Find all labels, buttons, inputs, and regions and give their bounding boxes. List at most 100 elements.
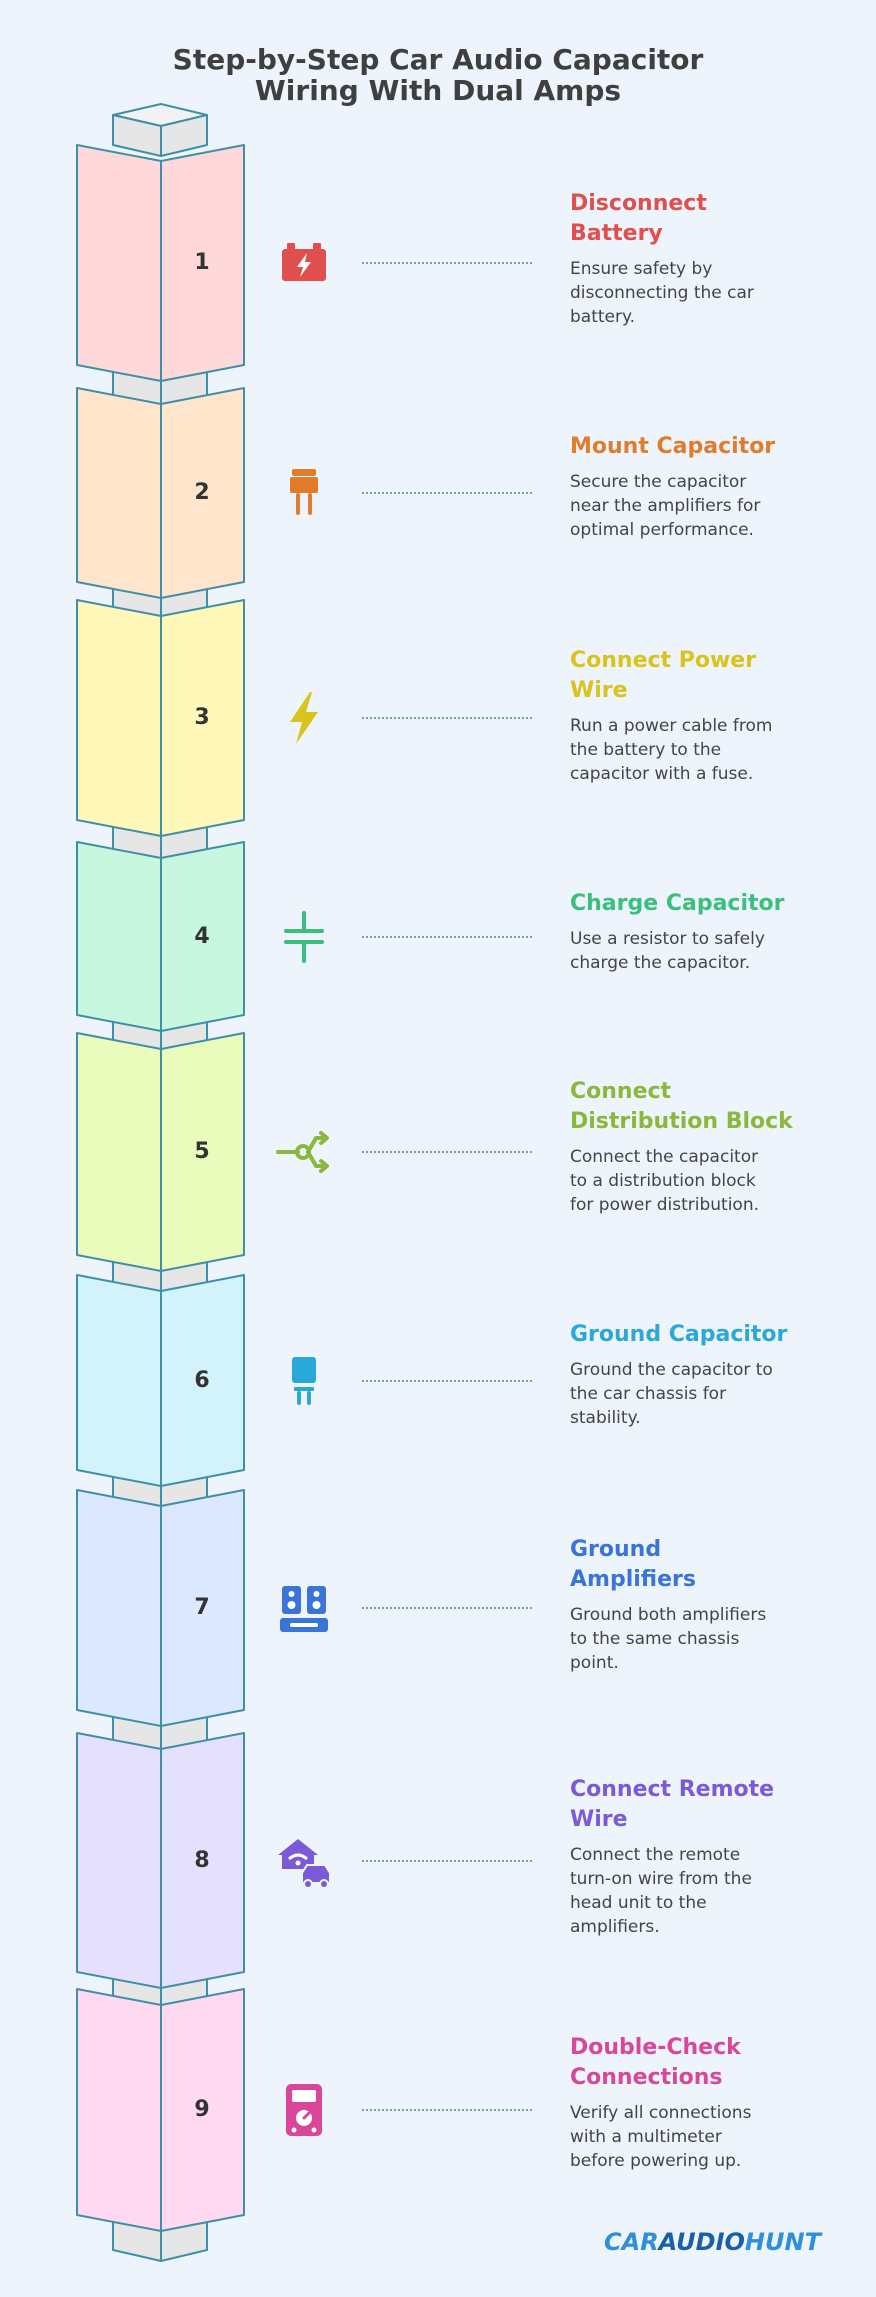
step-block-5: [76, 1032, 245, 1272]
leader-line-9: [362, 2109, 532, 2111]
step-description: Connect the remote turn-on wire from the h…: [570, 1843, 830, 1939]
step-description-line: turn-on wire from the: [570, 1869, 752, 1889]
step-title-line: Mount Capacitor: [570, 434, 776, 459]
step-description-line: battery.: [570, 307, 636, 327]
step-description-line: amplifiers.: [570, 1917, 660, 1937]
step-title-line: Wire: [570, 1807, 628, 1832]
car-battery-icon: [272, 231, 336, 295]
step-block-9: [76, 1988, 245, 2232]
step-description-line: Ground both amplifiers: [570, 1605, 767, 1625]
step-description-line: to a distribution block: [570, 1171, 756, 1191]
step-title-line: Ground Capacitor: [570, 1322, 788, 1347]
leader-line-5: [362, 1151, 532, 1153]
capacitor-component-icon: [272, 461, 336, 525]
step-description-line: Ground the capacitor to: [570, 1360, 773, 1380]
remote-car-icon: [272, 1829, 336, 1893]
leader-line-4: [362, 935, 532, 938]
brand-logo-part-3: HUNT: [744, 2228, 821, 2256]
step-description-line: near the amplifiers for: [570, 496, 761, 516]
step-description-line: Secure the capacitor: [570, 472, 747, 492]
step-title-line: Charge Capacitor: [570, 891, 785, 916]
top-post-cap: [112, 103, 208, 157]
step-number-2: 2: [194, 480, 210, 505]
step-title: Ground Capacitor: [570, 1320, 830, 1350]
step-title: Charge Capacitor: [570, 889, 830, 919]
step-description-line: for power distribution.: [570, 1195, 760, 1215]
step-title-line: Distribution Block: [570, 1109, 793, 1134]
step-block-4: [76, 841, 245, 1032]
lightning-bolt-icon: [272, 686, 336, 750]
step-description-line: Verify all connections: [570, 2103, 752, 2123]
step-number-8: 8: [194, 1847, 210, 1873]
step-number-9: 9: [194, 2097, 210, 2122]
step-description-line: the battery to the: [570, 740, 722, 760]
step-description: Ground the capacitor to the car chassis f…: [570, 1358, 830, 1430]
step-block-8: [76, 1732, 245, 1989]
step-description-line: Connect the remote: [570, 1845, 741, 1865]
split-arrows-icon: [272, 1120, 336, 1184]
step-title-line: Connect Power: [570, 648, 757, 673]
step-description-line: to the same chassis: [570, 1629, 740, 1649]
leader-line-1: [362, 262, 532, 264]
step-description-line: stability.: [570, 1408, 641, 1428]
step-title-line: Connect Remote: [570, 1777, 775, 1802]
step-number-6: 6: [194, 1367, 210, 1393]
step-title: Mount Capacitor: [570, 432, 830, 462]
page-title-line-2: Wiring With Dual Amps: [254, 74, 622, 107]
step-number-5: 5: [194, 1139, 210, 1164]
step-description-line: with a multimeter: [570, 2127, 722, 2147]
leader-line-2: [362, 492, 532, 494]
step-description-line: Use a resistor to safely: [570, 929, 765, 949]
step-description: Connect the capacitor to a distribution b…: [570, 1145, 830, 1217]
step-description: Secure the capacitor near the amplifiers …: [570, 470, 830, 542]
step-block-7: [76, 1489, 245, 1727]
step-description-line: Connect the capacitor: [570, 1147, 759, 1167]
step-number-1: 1: [194, 250, 210, 275]
step-description: Ensure safety by disconnecting the car bat…: [570, 257, 830, 329]
step-description-line: charge the capacitor.: [570, 953, 751, 973]
page-title: Step-by-Step Car Audio Capacitor Wiring …: [0, 44, 876, 106]
step-number-3: 3: [194, 705, 210, 730]
step-block-1: [76, 144, 245, 382]
multimeter-icon: [272, 2078, 336, 2142]
step-description-line: optimal performance.: [570, 520, 754, 540]
step-title-line: Ground: [570, 1537, 662, 1562]
step-description-line: the car chassis for: [570, 1384, 727, 1404]
step-description-line: head unit to the: [570, 1893, 707, 1913]
step-description-line: disconnecting the car: [570, 283, 754, 303]
brand-logo-part-2: AUDIO: [658, 2228, 745, 2256]
leader-line-6: [362, 1379, 532, 1382]
leader-line-7: [362, 1607, 532, 1609]
capacitor-symbol-icon: [272, 905, 336, 969]
step-title-line: Double-Check: [570, 2035, 741, 2060]
step-description-line: Ensure safety by: [570, 259, 713, 279]
brand-logo-part-1: CAR: [604, 2228, 659, 2256]
page-title-line-1: Step-by-Step Car Audio Capacitor: [172, 43, 704, 76]
leader-line-8: [362, 1859, 532, 1862]
step-description: Use a resistor to safely charge the capac…: [570, 927, 830, 975]
step-number-7: 7: [194, 1595, 210, 1620]
step-block-6: [76, 1274, 245, 1487]
step-title-line: Connect: [570, 1079, 672, 1104]
leader-line-3: [362, 717, 532, 719]
ground-capacitor-icon: [272, 1349, 336, 1413]
step-description-line: point.: [570, 1653, 619, 1673]
step-description-line: capacitor with a fuse.: [570, 764, 754, 784]
